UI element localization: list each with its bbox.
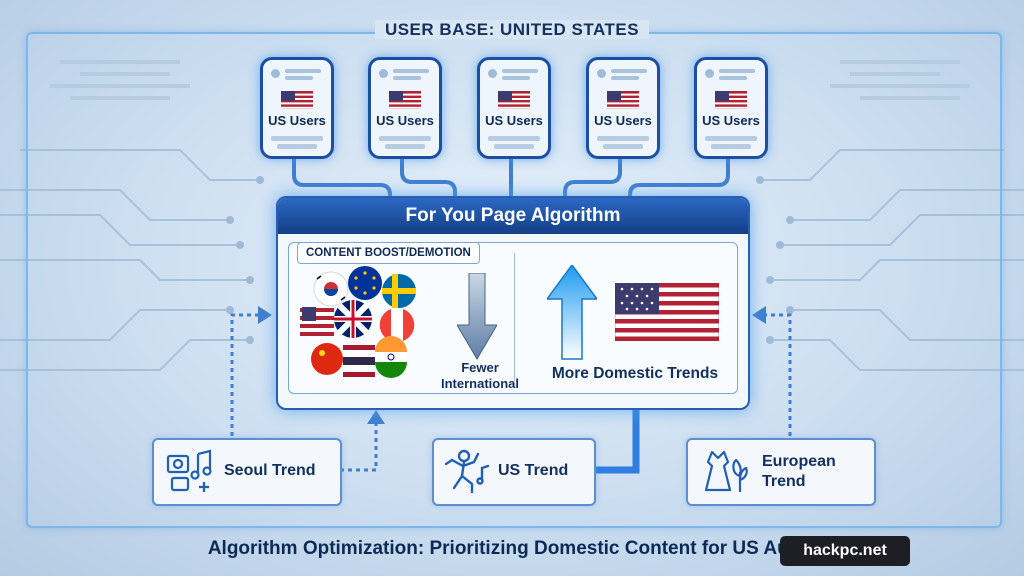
algorithm-title: For You Page Algorithm — [278, 198, 748, 234]
usa-flag-large-icon — [615, 283, 719, 341]
boost-label: More Domestic Trends — [551, 365, 719, 382]
trend-card-european: European Trend — [686, 438, 876, 506]
usa-flag-icon — [498, 91, 530, 109]
usa-flag-icon — [300, 306, 334, 340]
usa-flag-icon — [281, 91, 313, 109]
trend-card-seoul: Seoul Trend — [152, 438, 342, 506]
algorithm-panel: For You Page Algorithm CONTENT BOOST/DEM… — [276, 196, 750, 410]
demote-label: Fewer International — [440, 360, 519, 391]
phone-label: US Users — [702, 113, 760, 128]
uk-flag-icon — [334, 300, 372, 338]
south-korea-flag-icon — [313, 271, 349, 307]
phone-label: US Users — [268, 113, 326, 128]
footer-caption: Algorithm Optimization: Prioritizing Dom… — [207, 538, 817, 559]
boost-arrow-icon — [547, 265, 597, 360]
watermark: hackpc.net — [780, 536, 910, 566]
trend-label: European Trend — [762, 453, 836, 490]
international-flags-cluster — [300, 266, 416, 378]
demote-arrow-icon — [457, 273, 497, 360]
dress-plant-icon — [704, 450, 748, 492]
user-phone: US Users — [694, 57, 768, 159]
phone-label: US Users — [594, 113, 652, 128]
dancer-icon — [444, 449, 490, 494]
trend-label: US Trend — [498, 462, 569, 479]
boost-demotion-panel: CONTENT BOOST/DEMOTION Fewer Inter — [288, 242, 738, 394]
phone-label: US Users — [485, 113, 543, 128]
user-phone: US Users — [260, 57, 334, 159]
section-label: CONTENT BOOST/DEMOTION — [297, 242, 480, 264]
trend-label: Seoul Trend — [224, 462, 316, 479]
phone-label: US Users — [376, 113, 434, 128]
page-title: USER BASE: UNITED STATES — [0, 20, 1024, 40]
panel-divider — [514, 253, 515, 381]
user-phone: US Users — [368, 57, 442, 159]
france-flag-icon — [379, 308, 415, 342]
india-flag-icon — [375, 336, 407, 378]
user-phone: US Users — [586, 57, 660, 159]
usa-flag-icon — [607, 91, 639, 109]
sweden-flag-icon — [382, 274, 416, 308]
user-phone: US Users — [477, 57, 551, 159]
eu-flag-icon — [348, 266, 382, 300]
music-devices-icon — [166, 449, 212, 492]
thailand-flag-icon — [343, 345, 375, 377]
china-flag-icon — [311, 343, 343, 375]
trend-card-us: US Trend — [432, 438, 596, 506]
usa-flag-icon — [389, 91, 421, 109]
usa-flag-icon — [715, 91, 747, 109]
